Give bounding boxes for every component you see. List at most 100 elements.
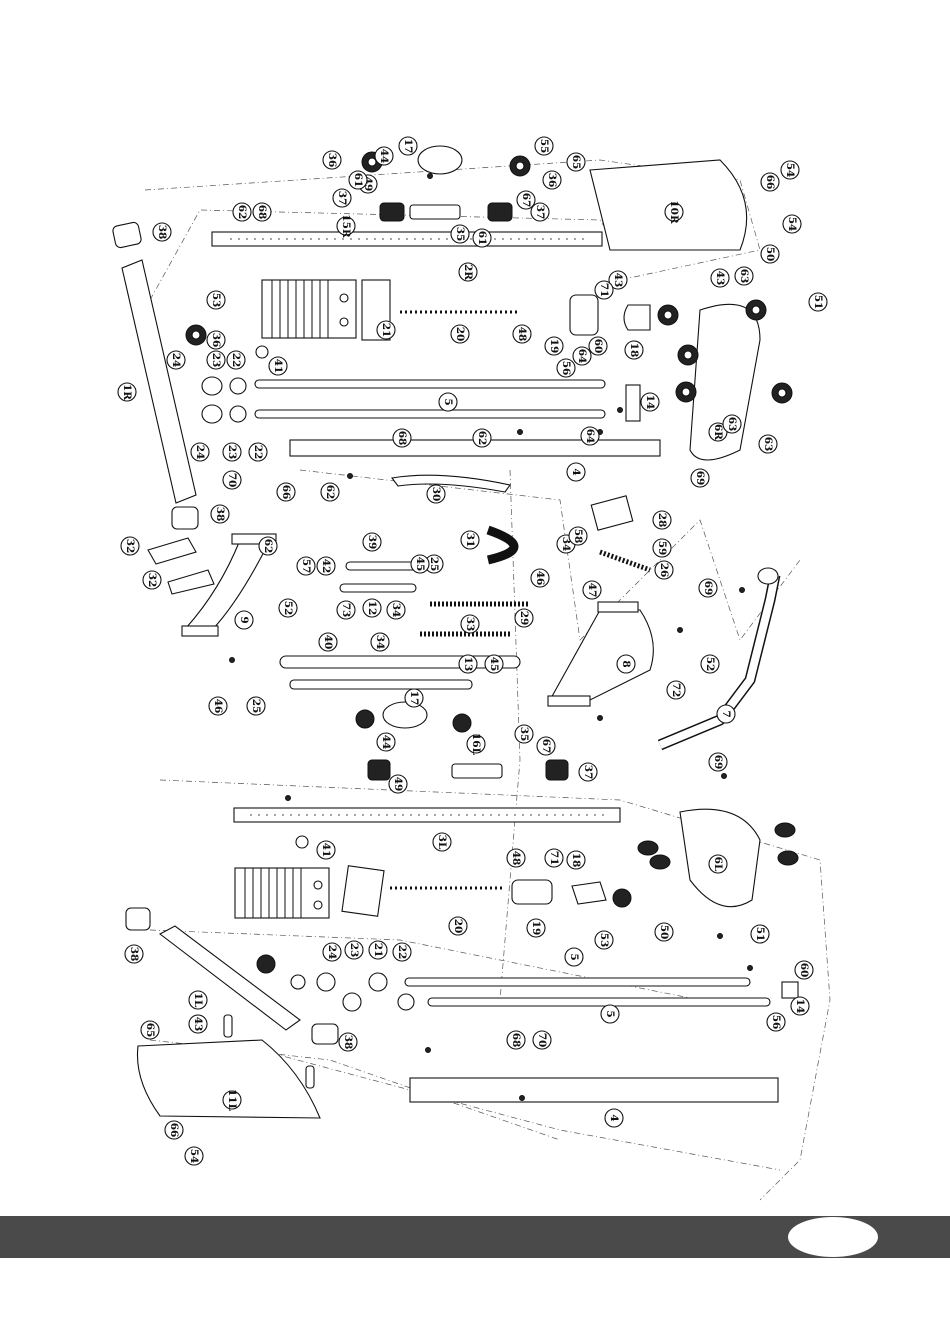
- callout-circle: [460, 614, 480, 634]
- callout-part-38: 38: [338, 1032, 358, 1052]
- callout-label: 54: [786, 217, 798, 232]
- callout-label: 4: [608, 1114, 620, 1121]
- callout-circle: [448, 916, 468, 936]
- callout-part-43: 43: [188, 1014, 208, 1034]
- callout-label: 68: [256, 205, 268, 220]
- callout-part-44: 44: [374, 146, 394, 166]
- callout-circle: [472, 428, 492, 448]
- callout-circle: [336, 600, 356, 620]
- callout-label: 1R: [121, 384, 133, 400]
- callout-circle: [780, 160, 800, 180]
- callout-part-36: 36: [542, 170, 562, 190]
- bracket-18: [623, 304, 651, 331]
- callout-part-31: 31: [460, 530, 480, 550]
- callout-part-53: 53: [594, 930, 614, 950]
- callout-circle: [410, 554, 430, 574]
- callout-label: 64: [584, 429, 596, 444]
- callout-label: 16L: [470, 733, 482, 756]
- callout-circle: [450, 224, 470, 244]
- callout-part-20: 20: [448, 916, 468, 936]
- carriage-16L: [451, 763, 503, 779]
- callout-label: 43: [714, 271, 726, 286]
- callout-label: 37: [336, 191, 348, 206]
- callout-part-8: 8: [616, 654, 636, 674]
- callout-part-18: 18: [566, 850, 586, 870]
- callout-label: 12: [366, 601, 378, 616]
- callout-circle: [640, 392, 660, 412]
- callout-label: 69: [694, 471, 706, 486]
- upper-right-assembly: [112, 145, 793, 565]
- callout-circle: [566, 462, 586, 482]
- callout-part-15R: 15R: [336, 214, 356, 238]
- callout-circle: [376, 320, 396, 340]
- callout-part-42: 42: [316, 556, 336, 576]
- callout-part-30: 30: [426, 484, 446, 504]
- callout-circle: [600, 1004, 620, 1024]
- callout-circle: [392, 428, 412, 448]
- callout-part-56: 56: [766, 1012, 786, 1032]
- callout-part-63: 63: [734, 266, 754, 286]
- curl-bar-31: [486, 525, 519, 565]
- callout-part-10R: 10R: [664, 200, 684, 224]
- callout-part-40: 40: [318, 632, 338, 652]
- callout-circle: [432, 832, 452, 852]
- callout-circle: [566, 850, 586, 870]
- callout-label: 61: [352, 173, 364, 188]
- end-cap-38-lower: [125, 907, 151, 931]
- callout-part-32: 32: [120, 536, 140, 556]
- callout-label: 23: [348, 943, 360, 958]
- callout-circle: [376, 732, 396, 752]
- callout-part-9: 9: [234, 610, 254, 630]
- callout-label: 40: [322, 635, 334, 650]
- callout-circle: [370, 632, 390, 652]
- callout-circle: [206, 290, 226, 310]
- callout-label: 51: [754, 927, 766, 942]
- callout-part-4: 4: [604, 1108, 624, 1128]
- callout-label: 5: [568, 953, 580, 960]
- callout-label: 47: [586, 583, 598, 598]
- callout-label: 70: [226, 473, 238, 488]
- callout-part-5: 5: [564, 947, 584, 967]
- callout-label: 20: [454, 327, 466, 342]
- callout-circle: [536, 736, 556, 756]
- callout-part-23: 23: [344, 940, 364, 960]
- callout-label: 62: [236, 205, 248, 220]
- callout-circle: [232, 202, 252, 222]
- callout-label: 60: [798, 963, 810, 978]
- callout-label: 14: [644, 395, 656, 410]
- callout-label: 6L: [712, 857, 724, 872]
- callout-circle: [514, 608, 534, 628]
- callout-circle: [362, 532, 382, 552]
- callout-label: 24: [170, 353, 182, 368]
- callout-circle: [222, 442, 242, 462]
- callout-part-41: 41: [268, 356, 288, 376]
- selector-pin-41: [255, 345, 269, 359]
- callout-part-68: 68: [392, 428, 412, 448]
- callout-circle: [566, 152, 586, 172]
- callout-label: 56: [560, 361, 572, 376]
- callout-label: 22: [252, 445, 264, 460]
- callout-part-67: 67: [516, 190, 536, 210]
- callout-circle: [222, 1090, 242, 1110]
- callout-label: 71: [548, 851, 560, 866]
- callout-label: 22: [396, 945, 408, 960]
- callout-label: 29: [518, 611, 530, 626]
- callout-circle: [466, 734, 486, 754]
- callout-circle: [534, 136, 554, 156]
- callout-part-52: 52: [700, 654, 720, 674]
- callout-label: 1L: [192, 993, 204, 1008]
- callout-circle: [710, 268, 730, 288]
- callout-part-23: 23: [222, 442, 242, 462]
- page-number-badge: [788, 1217, 878, 1257]
- callout-label: 22: [230, 353, 242, 368]
- callout-label: 68: [510, 1033, 522, 1048]
- callout-label: 55: [538, 139, 550, 154]
- callout-part-56: 56: [556, 358, 576, 378]
- handle-32-a: [147, 537, 197, 565]
- callout-circle: [234, 610, 254, 630]
- callout-label: 64: [576, 349, 588, 364]
- callout-circle: [166, 350, 186, 370]
- callout-label: 62: [262, 539, 274, 554]
- callout-part-43: 43: [608, 270, 628, 290]
- callout-circle: [544, 848, 564, 868]
